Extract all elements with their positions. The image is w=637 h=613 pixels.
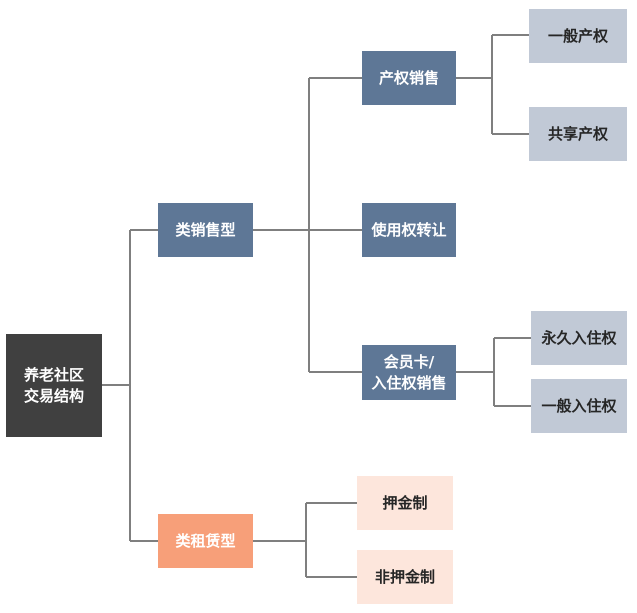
general-residence-leaf: 一般入住权	[531, 379, 627, 433]
membership-sales-node: 会员卡/ 入住权销售	[362, 345, 456, 400]
shared-property-leaf: 共享产权	[529, 107, 627, 161]
general-property-leaf: 一般产权	[529, 9, 627, 63]
rental-type-node: 类租赁型	[158, 514, 253, 568]
non-deposit-system-leaf: 非押金制	[357, 550, 453, 604]
deposit-system-leaf: 押金制	[357, 476, 453, 530]
root-node: 养老社区 交易结构	[6, 334, 102, 437]
sales-type-node: 类销售型	[158, 203, 253, 257]
property-sales-node: 产权销售	[362, 51, 456, 105]
permanent-residence-leaf: 永久入住权	[531, 311, 627, 365]
usage-transfer-node: 使用权转让	[362, 203, 456, 257]
